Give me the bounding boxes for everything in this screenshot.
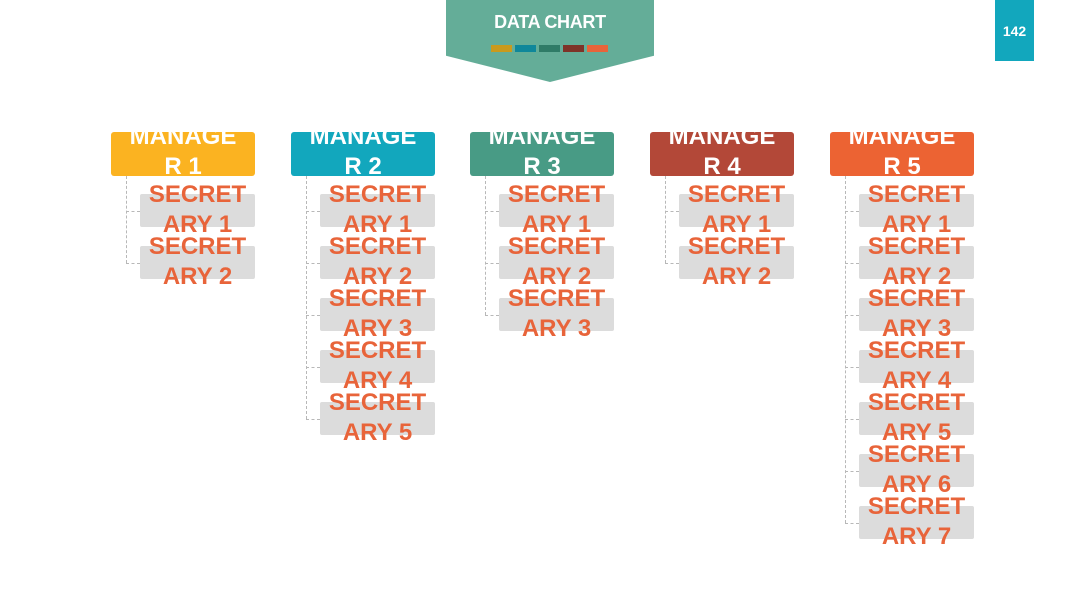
connector-line [485,176,486,315]
connector-branch [306,418,320,420]
connector-branch [845,314,859,316]
connector-branch [665,210,679,212]
connector-line [126,176,127,263]
manager-label: MANAGER 4 [668,123,776,180]
secretary-box: SECRETARY 7 [859,493,974,550]
connector-branch [845,210,859,212]
connector-branch [665,262,679,264]
secretary-box: SECRETARY 5 [320,389,435,446]
manager-box: MANAGER 4 [650,123,794,180]
connector-line [306,176,307,419]
secretary-label: SECRETARY 3 [507,284,606,342]
secretary-label: SECRETARY 2 [867,232,966,290]
secretary-label: SECRETARY 1 [328,180,427,238]
manager-box: MANAGER 3 [470,123,614,180]
secretary-label: SECRETARY 2 [148,232,247,290]
secretary-label: SECRETARY 6 [867,440,966,498]
manager-box: MANAGER 5 [830,123,974,180]
secretary-box: SECRETARY 2 [679,233,794,290]
secretary-label: SECRETARY 2 [687,232,786,290]
manager-label: MANAGER 3 [488,123,596,180]
secretary-label: SECRETARY 7 [867,492,966,550]
secretary-box: SECRETARY 1 [859,181,974,238]
manager-label: MANAGER 2 [309,123,417,180]
manager-label: MANAGER 5 [848,123,956,180]
connector-branch [306,210,320,212]
connector-line [845,176,846,523]
title-banner: DATA CHART [446,0,654,82]
secretary-box: SECRETARY 4 [320,337,435,394]
secretary-label: SECRETARY 4 [328,336,427,394]
secretary-label: SECRETARY 1 [687,180,786,238]
secretary-label: SECRETARY 2 [507,232,606,290]
manager-box: MANAGER 1 [111,123,255,180]
manager-box: MANAGER 2 [291,123,435,180]
secretary-label: SECRETARY 5 [867,388,966,446]
page-title: DATA CHART [494,12,606,32]
color-swatch [587,45,608,52]
connector-branch [485,262,499,264]
secretary-box: SECRETARY 2 [859,233,974,290]
secretary-label: SECRETARY 3 [328,284,427,342]
secretary-box: SECRETARY 6 [859,441,974,498]
page-number-badge: 142 [995,0,1034,61]
secretary-box: SECRETARY 1 [499,181,614,238]
connector-branch [845,470,859,472]
connector-branch [845,366,859,368]
connector-branch [845,522,859,524]
manager-label: MANAGER 1 [129,123,237,180]
connector-branch [306,366,320,368]
color-swatch [491,45,512,52]
page-number: 142 [1002,22,1027,39]
secretary-label: SECRETARY 1 [867,180,966,238]
secretary-label: SECRETARY 5 [328,388,427,446]
secretary-label: SECRETARY 1 [507,180,606,238]
connector-line [665,176,666,263]
secretary-box: SECRETARY 2 [140,233,255,290]
secretary-box: SECRETARY 4 [859,337,974,394]
secretary-box: SECRETARY 1 [140,181,255,238]
secretary-box: SECRETARY 1 [320,181,435,238]
secretary-label: SECRETARY 3 [867,284,966,342]
secretary-label: SECRETARY 1 [148,180,247,238]
secretary-label: SECRETARY 2 [328,232,427,290]
secretary-box: SECRETARY 3 [499,285,614,342]
color-swatch [563,45,584,52]
connector-branch [845,418,859,420]
color-swatch [539,45,560,52]
color-swatch [515,45,536,52]
secretary-label: SECRETARY 4 [867,336,966,394]
connector-branch [485,210,499,212]
secretary-box: SECRETARY 5 [859,389,974,446]
connector-branch [845,262,859,264]
connector-branch [126,210,140,212]
connector-branch [126,262,140,264]
secretary-box: SECRETARY 1 [679,181,794,238]
secretary-box: SECRETARY 2 [320,233,435,290]
connector-branch [306,262,320,264]
connector-branch [306,314,320,316]
secretary-box: SECRETARY 3 [859,285,974,342]
secretary-box: SECRETARY 2 [499,233,614,290]
connector-branch [485,314,499,316]
secretary-box: SECRETARY 3 [320,285,435,342]
color-swatches [491,45,608,52]
